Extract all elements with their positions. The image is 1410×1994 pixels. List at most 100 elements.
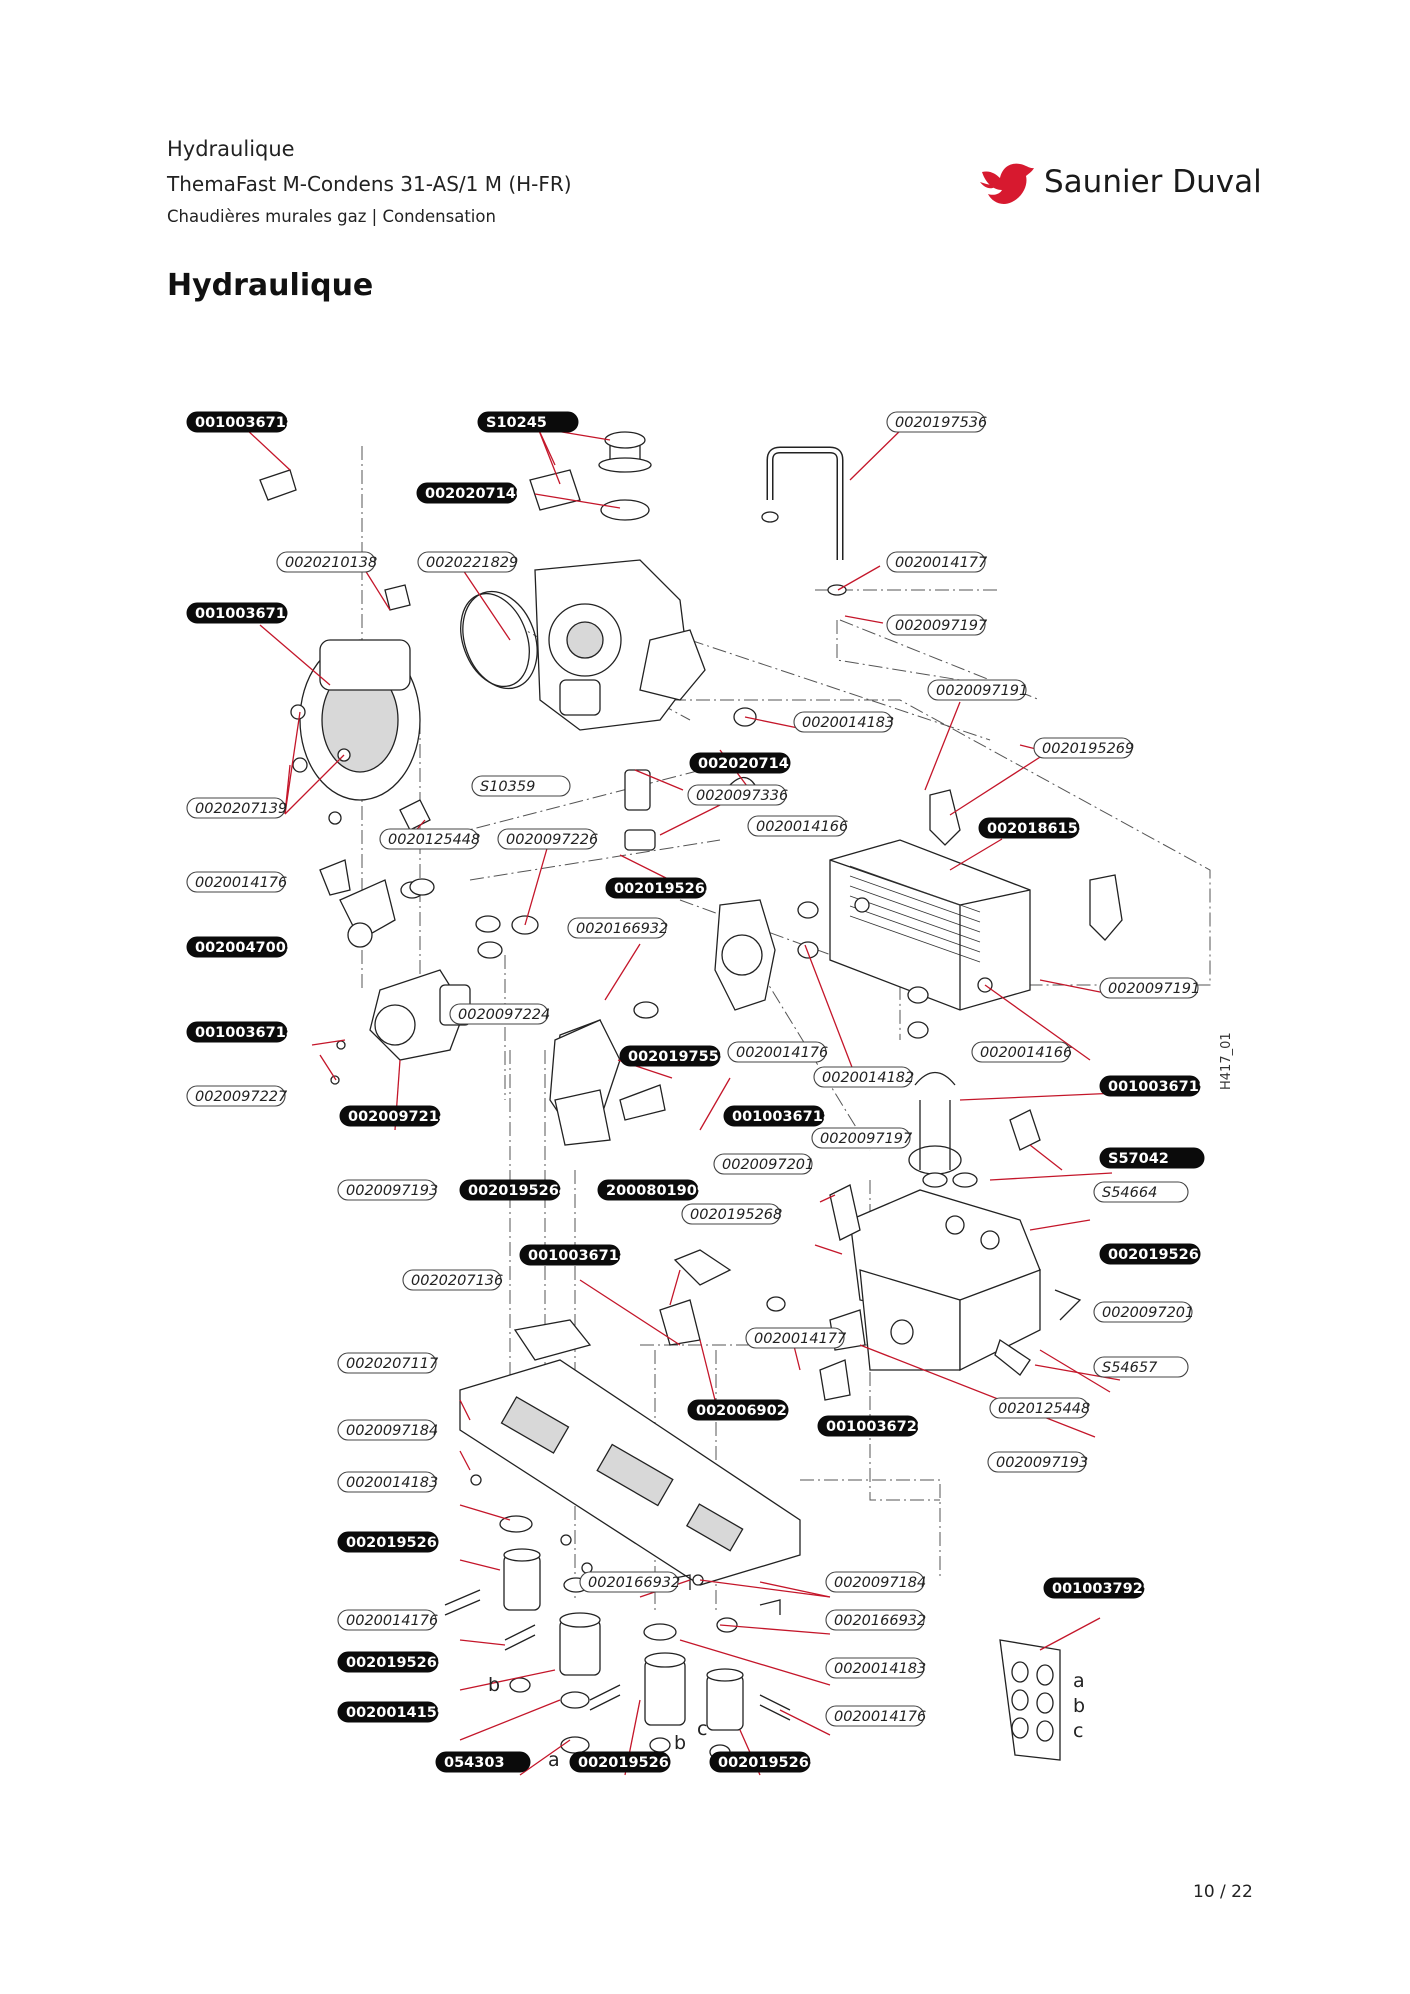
label-pill <box>813 1066 913 1088</box>
part-number-label: S10245 <box>477 411 579 433</box>
label-pill <box>681 1203 781 1225</box>
marker-a: a <box>548 1749 560 1771</box>
label-pill <box>978 817 1080 839</box>
label-pill <box>337 1419 437 1441</box>
label-text: S54664 <box>1102 1185 1157 1201</box>
part-number-label: 0020166932 <box>579 1571 680 1593</box>
part-number-label: 0010037929 <box>1043 1577 1153 1599</box>
label-text: 0020014176 <box>346 1613 438 1629</box>
part-number-label: 0020125448 <box>379 828 480 850</box>
label-text: 0020221829 <box>426 555 518 571</box>
label-pill <box>886 411 986 433</box>
label-pill <box>186 871 286 893</box>
marker-b-kit: b <box>1073 1695 1085 1717</box>
fittings <box>444 1515 791 1760</box>
label-text: 0020014183 <box>834 1661 926 1677</box>
marker-c-kit: c <box>1073 1720 1083 1742</box>
label-text: 0020125448 <box>388 832 480 848</box>
label-pill <box>337 1352 437 1374</box>
label-text: 0020097336 <box>696 788 788 804</box>
part-number-label: 0020097184 <box>337 1419 438 1441</box>
part-number-label: 0020195262 <box>337 1531 447 1553</box>
part-number-label: 0020097193 <box>987 1451 1088 1473</box>
label-text: 0020197555 <box>628 1049 729 1065</box>
part-number-label: 0010036719 <box>1099 1075 1209 1097</box>
part-number-label: 0020097197 <box>886 614 988 636</box>
label-pill <box>449 1003 549 1025</box>
part-number-label: 0020207117 <box>337 1352 439 1374</box>
label-pill <box>1099 1075 1201 1097</box>
part-number-label: S54657 <box>1093 1356 1189 1378</box>
part-number-label: 0010036718 <box>723 1105 833 1127</box>
label-pill <box>745 1327 845 1349</box>
part-number-label: 0020014183 <box>337 1471 438 1493</box>
label-pill <box>337 1609 437 1631</box>
label-pill <box>687 1399 789 1421</box>
part-number-label: 0020097224 <box>449 1003 550 1025</box>
part-number-label: 0020125448 <box>989 1397 1090 1419</box>
label-pill <box>337 1471 437 1493</box>
label-text: 0020097214 <box>348 1109 449 1125</box>
part-number-label: 0020197555 <box>619 1045 729 1067</box>
part-number-label: 0020195265 <box>709 1751 819 1773</box>
label-text: 0020014182 <box>822 1070 914 1086</box>
hydraulic-block <box>829 1071 1041 1372</box>
marker-b-bottom: b <box>674 1732 686 1754</box>
label-pill <box>1033 737 1133 759</box>
part-number-label: 0020097214 <box>339 1105 449 1127</box>
label-pill <box>337 1701 439 1723</box>
label-pill <box>687 784 787 806</box>
part-number-label: 0020097191 <box>927 679 1028 701</box>
label-text: 0010036719 <box>1108 1079 1209 1095</box>
label-pill <box>989 1397 1089 1419</box>
label-text: 0020097197 <box>895 618 988 634</box>
part-number-label: 0020195268 <box>681 1203 782 1225</box>
label-pill <box>1099 1147 1205 1169</box>
label-text: 0020069021 <box>696 1403 797 1419</box>
drawing-code: H417_01 <box>1219 1032 1234 1090</box>
label-text: 0020014166 <box>756 819 848 835</box>
label-text: 0020097224 <box>458 1007 550 1023</box>
label-text: 0020097193 <box>996 1455 1088 1471</box>
label-pill <box>1093 1181 1189 1203</box>
part-number-label: 0020097193 <box>337 1179 438 1201</box>
label-text: 0010036712 <box>195 606 296 622</box>
label-pill <box>689 752 791 774</box>
label-text: 0020097191 <box>936 683 1028 699</box>
label-text: 0020210138 <box>285 555 377 571</box>
label-text: 0020097201 <box>1102 1305 1194 1321</box>
label-text: S57042 <box>1108 1151 1169 1167</box>
label-text: 0020207141 <box>698 756 799 772</box>
part-number-label: 0020207136 <box>402 1269 503 1291</box>
label-pill <box>825 1657 925 1679</box>
header-section: Hydraulique <box>167 137 295 161</box>
label-pill <box>459 1179 561 1201</box>
part-number-label: 0020097226 <box>497 828 598 850</box>
label-text: 0020097201 <box>722 1157 814 1173</box>
label-pill <box>1099 977 1199 999</box>
label-pill <box>416 482 518 504</box>
label-text: 0020097193 <box>346 1183 438 1199</box>
part-number-label: 0020195269 <box>1033 737 1134 759</box>
label-pill <box>811 1127 911 1149</box>
label-text: 0020166932 <box>576 921 668 937</box>
label-pill <box>1043 1577 1145 1599</box>
label-pill <box>519 1244 621 1266</box>
part-number-label: 0020097227 <box>186 1085 288 1107</box>
part-number-label: 0010036718 <box>519 1244 629 1266</box>
label-pill <box>793 711 893 733</box>
label-pill <box>337 1531 439 1553</box>
label-text: 0020195262 <box>578 1755 679 1771</box>
part-number-label: 0020069021 <box>687 1399 797 1421</box>
part-number-label: 0020195262 <box>569 1751 679 1773</box>
label-pill <box>417 551 517 573</box>
label-text: S10245 <box>486 415 547 431</box>
label-pill <box>186 411 288 433</box>
part-number-label: 0010036720 <box>817 1415 927 1437</box>
part-number-label: 0020195264 <box>459 1179 569 1201</box>
part-number-label: 0020097184 <box>825 1571 926 1593</box>
label-text: 0020097184 <box>346 1423 438 1439</box>
part-number-label: 0020097336 <box>687 784 788 806</box>
part-number-label: 0020047005 <box>186 936 296 958</box>
